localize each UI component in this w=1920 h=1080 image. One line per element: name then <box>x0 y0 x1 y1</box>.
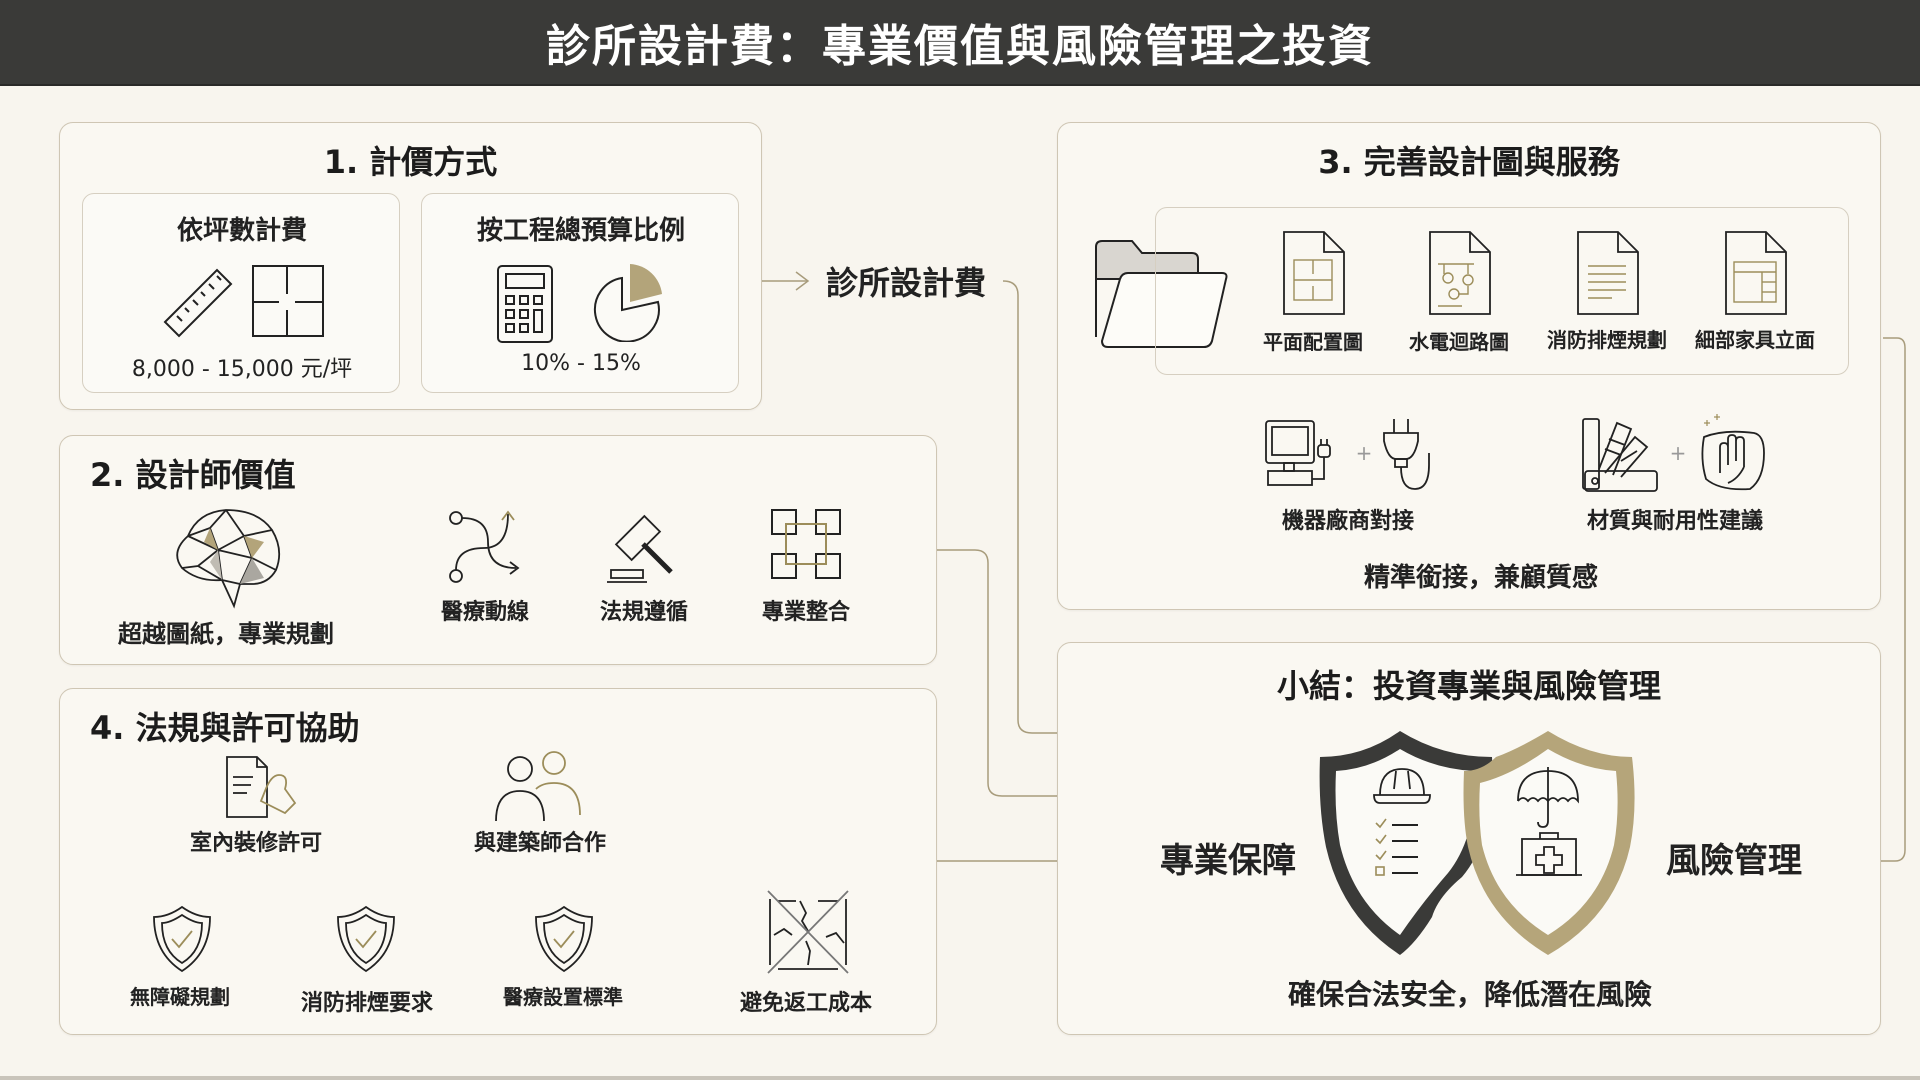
service-label: 機器廠商對接 <box>1281 509 1415 534</box>
layout-doc-icon <box>1725 231 1787 315</box>
brain-icon <box>176 509 281 609</box>
swatch-icon <box>1582 418 1658 492</box>
integration-icon <box>771 509 841 579</box>
pricing-card-budget-value: 10% - 15% <box>521 351 641 376</box>
circuit-doc-icon <box>1429 231 1491 315</box>
regulation-section-title: 4. 法規與許可協助 <box>90 709 360 747</box>
pricing-card-area-title: 依坪數計費 <box>176 216 308 246</box>
pricing-card-budget-title: 按工程總預算比例 <box>476 216 686 246</box>
gavel-icon <box>607 514 673 583</box>
regulation-top-label: 室內裝修許可 <box>189 831 323 856</box>
hand-cloth-icon <box>1701 414 1765 491</box>
ruler-icon <box>163 268 233 338</box>
pricing-section: 1. 計價方式 依坪數計費 8,000 - 15,000 元/坪 按工程總預算比… <box>59 122 762 410</box>
designer-value-item-label: 法規遵循 <box>599 600 689 625</box>
document-label: 消防排煙規劃 <box>1547 328 1667 352</box>
design-services-section: 3. 完善設計圖與服務 平面配置圖 水電迴路圖 消防排煙規劃 細部家具立面 <box>1057 122 1881 610</box>
pricing-section-title: 1. 計價方式 <box>323 143 498 181</box>
calculator-icon <box>497 265 553 343</box>
summary-caption: 確保合法安全，降低潛在風險 <box>1287 978 1653 1011</box>
regulation-bottom-label: 無障礙規劃 <box>130 985 230 1009</box>
folder-icon <box>1095 240 1228 348</box>
document-label: 水電迴路圖 <box>1409 330 1509 354</box>
shield-check-icon <box>153 905 211 973</box>
regulation-section: 4. 法規與許可協助 室內裝修許可 與建築師合作 無障礙規劃 消防 <box>59 688 937 1035</box>
footer-divider <box>0 1076 1920 1080</box>
plug-icon <box>1383 419 1430 490</box>
document-label: 細部家具立面 <box>1695 328 1815 352</box>
center-node-label: 診所設計費 <box>825 264 987 302</box>
service-label: 材質與耐用性建議 <box>1586 509 1764 534</box>
summary-section: 小結：投資專業與風險管理 專業保障 風險管理 確保 <box>1057 642 1881 1035</box>
regulation-bottom-label: 醫療設置標準 <box>503 985 623 1009</box>
computer-icon <box>1265 420 1331 486</box>
dual-shield-icon <box>1319 731 1635 955</box>
designer-value-item-label: 醫療動線 <box>440 600 530 625</box>
pricing-card-budget: 按工程總預算比例 10% - 15% <box>421 193 739 393</box>
route-icon <box>449 510 520 583</box>
floor-plan-icon <box>252 265 324 337</box>
summary-title: 小結：投資專業與風險管理 <box>1276 667 1662 705</box>
summary-right-label: 風險管理 <box>1666 841 1802 881</box>
pie-chart-icon <box>593 264 662 342</box>
text-doc-icon <box>1577 231 1639 315</box>
designer-value-main-label: 超越圖紙，專業規劃 <box>118 620 334 648</box>
pricing-card-area: 依坪數計費 8,000 - 15,000 元/坪 <box>82 193 400 393</box>
designer-value-section: 2. 設計師價值 超越圖紙，專業規劃 醫療動線 法規遵循 <box>59 435 937 665</box>
shield-check-icon <box>535 905 593 973</box>
regulation-side-label: 避免返工成本 <box>739 991 873 1016</box>
regulation-bottom-label: 消防排煙要求 <box>300 991 434 1016</box>
regulation-top-label: 與建築師合作 <box>473 831 607 856</box>
plus-sign: + <box>1669 441 1687 465</box>
documents-group: 平面配置圖 水電迴路圖 消防排煙規劃 細部家具立面 <box>1155 207 1849 375</box>
crossed-wall-icon <box>767 890 849 974</box>
people-icon <box>495 751 581 822</box>
plus-sign: + <box>1355 441 1373 465</box>
floorplan-doc-icon <box>1283 231 1345 315</box>
summary-left-label: 專業保障 <box>1160 841 1296 881</box>
design-services-tagline: 精準銜接，兼顧質感 <box>1363 563 1599 593</box>
pricing-card-area-value: 8,000 - 15,000 元/坪 <box>131 357 353 382</box>
document-label: 平面配置圖 <box>1263 330 1363 354</box>
designer-value-item-label: 專業整合 <box>761 600 851 625</box>
title-bar: 診所設計費：專業價值與風險管理之投資 <box>0 0 1920 86</box>
designer-value-title: 2. 設計師價值 <box>90 456 296 494</box>
page-title: 診所設計費：專業價值與風險管理之投資 <box>546 21 1374 72</box>
shield-check-icon <box>337 905 395 973</box>
permit-stamp-icon <box>226 756 297 818</box>
design-services-title: 3. 完善設計圖與服務 <box>1318 143 1620 181</box>
